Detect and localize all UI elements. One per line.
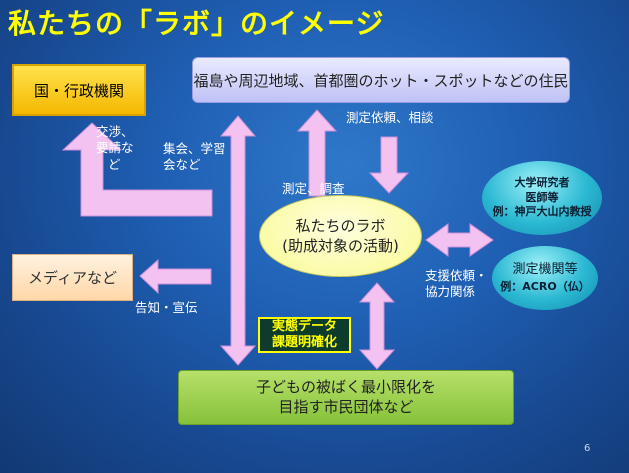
support-line1: 支援依頼・ <box>425 268 488 283</box>
media-box: メディアなど <box>12 254 133 301</box>
meetings-line2: 会など <box>163 157 201 173</box>
negotiation-line2: 要請な <box>96 140 134 156</box>
university-ellipse: 大学研究者 医師等 例：神戸大山内教授 <box>482 161 602 235</box>
measure-request-label: 測定依頼、相談 <box>346 110 434 125</box>
slide-title: 私たちの「ラボ」のイメージ <box>8 7 385 40</box>
lab-ellipse: 私たちのラボ (助成対象の活動) <box>259 195 422 277</box>
measurement-org-ellipse: 測定機関等 例：ACRO（仏） <box>492 246 598 310</box>
government-box: 国・行政機関 <box>12 64 146 116</box>
university-line1: 大学研究者 <box>514 175 570 189</box>
negotiation-line1: 交渉、 <box>96 124 134 139</box>
lab-subtitle: (助成対象の活動) <box>282 237 399 255</box>
support-label: 支援依頼・ 協力関係 <box>425 268 488 301</box>
data-line1: 実態データ <box>271 318 337 334</box>
university-line2: 医師等 <box>525 190 559 204</box>
children-line2: 目指す市民団体など <box>278 397 414 416</box>
arrow-residents-to-lab <box>368 136 410 194</box>
measure-survey-label: 測定、調査 <box>282 181 345 196</box>
support-line2: 協力関係 <box>425 284 476 300</box>
children-group-box: 子どもの被ばく最小限化を 目指す市民団体など <box>178 370 514 425</box>
arrow-to-media <box>139 258 212 295</box>
measurement-line1: 測定機関等 <box>512 262 578 278</box>
residents-label: 福島や周辺地域、首都圏のホット・スポットなどの住民 <box>193 71 569 90</box>
arrow-lab-children <box>358 282 396 370</box>
measurement-line2: 例：ACRO（仏） <box>500 280 590 294</box>
children-line1: 子どもの被ばく最小限化を <box>255 378 436 396</box>
government-label: 国・行政機関 <box>33 81 124 100</box>
meetings-line1: 集会、学習 <box>163 141 226 156</box>
publicity-label: 告知・宣伝 <box>135 300 198 315</box>
arrow-residents-children <box>219 115 257 366</box>
residents-box: 福島や周辺地域、首都圏のホット・スポットなどの住民 <box>192 57 570 103</box>
data-clarification-box: 実態データ 課題明確化 <box>258 317 351 353</box>
negotiation-label: 交渉、 要請な ど <box>96 124 134 173</box>
negotiation-line3: ど <box>108 156 121 172</box>
meetings-label: 集会、学習 会など <box>163 141 226 174</box>
arrow-lab-experts <box>425 223 494 257</box>
media-label: メディアなど <box>28 269 117 287</box>
lab-title: 私たちのラボ <box>295 216 386 235</box>
page-number: 6 <box>584 443 591 454</box>
data-line2: 課題明確化 <box>271 335 337 350</box>
arrow-to-government <box>61 122 213 217</box>
university-line3: 例：神戸大山内教授 <box>492 205 592 219</box>
